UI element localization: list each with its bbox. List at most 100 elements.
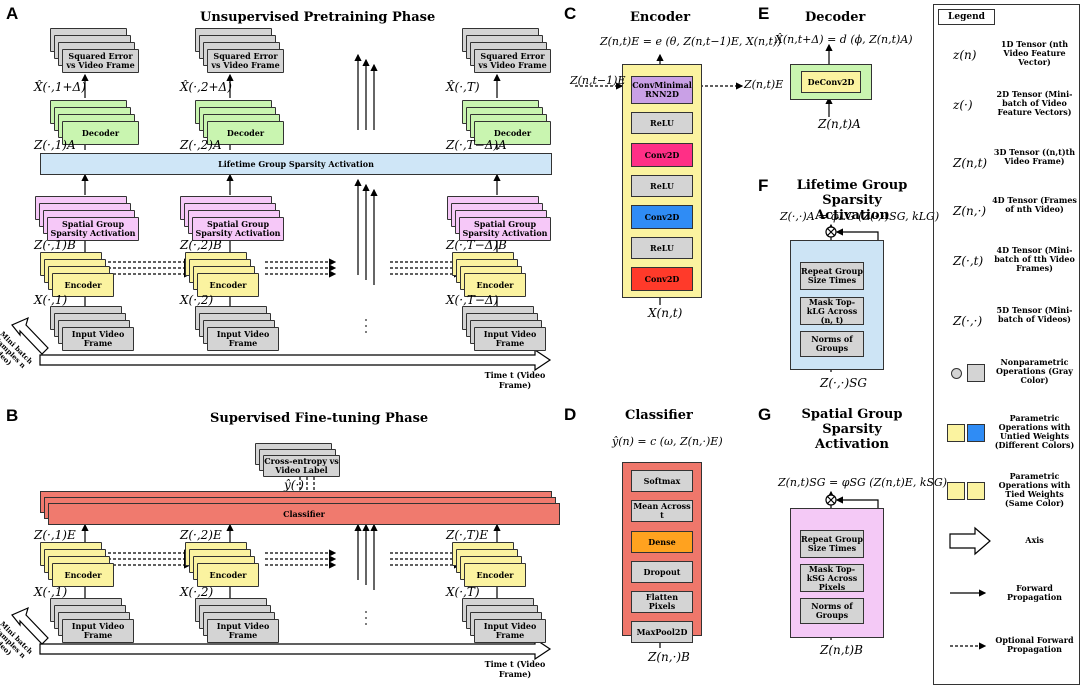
title-classifier: Classifier: [625, 408, 693, 423]
op-deconv2d: DeConv2D: [801, 71, 861, 93]
panel-label-d: D: [564, 405, 577, 424]
legend-row-axis: Axis: [943, 534, 1078, 572]
title-lifetime: Lifetime Group Sparsity Activation: [796, 178, 908, 223]
decoder-stack-1: Decoder: [50, 100, 140, 145]
legend-gray-circle-icon: [951, 368, 962, 379]
classifier-equation: ŷ(n) = c (ω, Z(n,·)E): [612, 435, 723, 448]
legend-blue-square-icon: [967, 424, 985, 442]
op-relu: ReLU: [631, 237, 693, 259]
legend-symbol: Z(n,t): [953, 156, 988, 170]
zb-label-3: Z(·,T−Δ)B: [446, 238, 507, 252]
encoder-label: Encoder: [197, 563, 259, 587]
encoder-next-state: Z(n,t)E: [744, 78, 784, 91]
za-label-1: Z(·,1)A: [34, 138, 76, 152]
input-label: Input Video Frame: [207, 619, 279, 643]
decoder-stack-2: Decoder: [195, 100, 285, 145]
legend-gray-square-icon: [967, 364, 985, 382]
cross-entropy-stack: Cross-entropy vs Video Label: [255, 443, 345, 483]
panel-label-e: E: [758, 4, 770, 23]
x-label-b3: X(·,T): [446, 585, 480, 599]
spatial-stack-1: Spatial Group Sparsity Activation: [35, 196, 140, 241]
op-repeat-group: Repeat Group Size Times: [800, 530, 864, 558]
encoder-label: Encoder: [464, 273, 526, 297]
legend-text: 1D Tensor (nth Video Feature Vector): [1000, 39, 1069, 67]
encoder-stack-b1: Encoder: [40, 542, 130, 587]
time-label-b: Time t (Video Frame): [484, 659, 546, 679]
sample-axis-b: [11, 606, 49, 645]
decoder-input: Z(n,t)A: [818, 117, 861, 131]
decoder-label: Decoder: [62, 121, 139, 145]
op-conv2d: Conv2D: [631, 143, 693, 167]
legend-symbol: Z(n,·): [953, 204, 987, 218]
x-label-1: X(·,1): [34, 293, 68, 307]
legend-text: Nonparametric Operations (Gray Color): [996, 357, 1073, 385]
decoder-equation: X̂(n,t+Δ) = d (ϕ, Z(n,t)A): [775, 33, 913, 46]
legend-box: [933, 4, 1080, 685]
squared-error-stack-1: Squared Error vs Video Frame: [50, 28, 140, 73]
za-label-3: Z(·,T−Δ)A: [446, 138, 507, 152]
encoder-stack-3: Encoder: [452, 252, 542, 297]
encoder-label: Encoder: [52, 273, 114, 297]
legend-text: 4D Tensor (Frames of nth Video): [992, 195, 1077, 214]
squared-error-label: Squared Error vs Video Frame: [62, 49, 139, 73]
spatial-equation: Z(n,t)SG = φSG (Z(n,t)E, kSG): [778, 476, 948, 489]
time-label-a: Time t (Video Frame): [484, 370, 546, 390]
spatial-input: Z(n,t)B: [820, 643, 863, 657]
legend-text: 5D Tensor (Mini-batch of Videos): [996, 305, 1073, 324]
input-stack-1: Input Video Frame: [50, 306, 140, 351]
input-label: Input Video Frame: [474, 327, 546, 351]
title-decoder: Decoder: [805, 10, 866, 25]
legend-symbol: z(·): [953, 98, 973, 112]
input-label: Input Video Frame: [474, 619, 546, 643]
input-label: Input Video Frame: [62, 327, 134, 351]
spatial-label: Spatial Group Sparsity Activation: [47, 217, 139, 241]
classifier-banner: Classifier: [48, 503, 560, 525]
xhat-label-1: X̂(·,1+Δ): [34, 80, 86, 94]
input-stack-b1: Input Video Frame: [50, 598, 140, 643]
lifetime-banner: Lifetime Group Sparsity Activation: [40, 153, 552, 175]
time-axis-b: [39, 637, 552, 661]
legend-symbol: Z(·,·): [953, 314, 983, 328]
legend-title: Legend: [938, 9, 995, 25]
encoder-label: Encoder: [197, 273, 259, 297]
op-dense: Dense: [631, 531, 693, 553]
zb-label-2: Z(·,2)B: [180, 238, 222, 252]
op-flatten-pixels: Flatten Pixels: [631, 591, 693, 613]
legend-symbol: Z(·,t): [953, 254, 984, 268]
legend-row-optional: Optional Forward Propagation: [943, 636, 1078, 674]
op-norms-of-groups: Norms of Groups: [800, 598, 864, 624]
sample-axis-a: [11, 316, 49, 355]
title-finetuning: Supervised Fine-tuning Phase: [210, 411, 429, 426]
op-mask-topk-sg: Mask Top-kSG Across Pixels: [800, 564, 864, 592]
legend-row-3d: Z(n,t)3D Tensor ((n,t)th Video Frame): [943, 148, 1078, 186]
legend-axis-arrow: [949, 526, 991, 556]
legend-row-4d-b: Z(·,t)4D Tensor (Mini-batch of tth Video…: [943, 246, 1078, 284]
encoder-label: Encoder: [52, 563, 114, 587]
encoder-label: Encoder: [464, 563, 526, 587]
input-stack-b2: Input Video Frame: [195, 598, 285, 643]
x-label-3: X(·,T−Δ): [446, 293, 499, 307]
op-conv2d: Conv2D: [631, 267, 693, 291]
spatial-stack-3: Spatial Group Sparsity Activation: [447, 196, 552, 241]
spatial-label: Spatial Group Sparsity Activation: [459, 217, 551, 241]
squared-error-label: Squared Error vs Video Frame: [207, 49, 284, 73]
op-convminimal-rnn2d: ConvMinimal RNN2D: [631, 76, 693, 104]
panel-label-c: C: [564, 4, 577, 23]
spatial-label: Spatial Group Sparsity Activation: [192, 217, 284, 241]
za-label-2: Z(·,2)A: [180, 138, 222, 152]
legend-text: Forward Propagation: [1006, 583, 1062, 602]
classifier-input: Z(n,·)B: [648, 650, 690, 664]
op-norms-of-groups: Norms of Groups: [800, 331, 864, 357]
encoder-stack-b2: Encoder: [185, 542, 275, 587]
title-pretraining: Unsupervised Pretraining Phase: [200, 10, 436, 25]
decoder-label: Decoder: [207, 121, 284, 145]
zb-label-1: Z(·,1)B: [34, 238, 76, 252]
xhat-label-3: X̂(·,T): [446, 80, 480, 94]
decoder-label: Decoder: [474, 121, 551, 145]
squared-error-stack-3: Squared Error vs Video Frame: [462, 28, 552, 73]
encoder-stack-1: Encoder: [40, 252, 130, 297]
spatial-stack-2: Spatial Group Sparsity Activation: [180, 196, 285, 241]
legend-symbol: z(n): [953, 48, 977, 62]
yhat-label: ŷ(·): [284, 478, 304, 492]
legend-row-2d: z(·)2D Tensor (Mini-batch of Video Featu…: [943, 90, 1078, 128]
